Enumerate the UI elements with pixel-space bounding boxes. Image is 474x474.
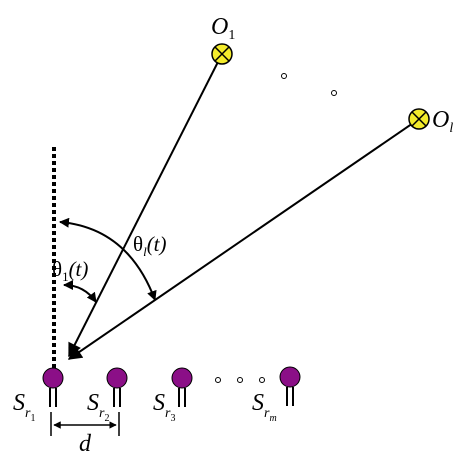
sensor-r2-label: Sr2 xyxy=(87,390,109,424)
target-1-symbol: O xyxy=(211,14,228,40)
spacing-label: d xyxy=(79,431,92,457)
svg-text:Ol: Ol xyxy=(432,107,453,136)
sensor-r3 xyxy=(171,367,193,407)
target-1-subscript: 1 xyxy=(228,28,235,43)
ray-from-target-l xyxy=(67,118,420,360)
target-1: O1 xyxy=(211,14,235,65)
sensor-rm xyxy=(279,366,301,406)
spacing-indicator xyxy=(50,412,120,436)
theta-1-label: θ1(t) xyxy=(52,257,88,284)
target-l-subscript: l xyxy=(449,121,453,136)
target-l: Ol xyxy=(408,107,453,136)
sensor-r3-label: Sr3 xyxy=(153,390,175,424)
sensors-ellipsis xyxy=(215,377,265,383)
target-l-symbol: O xyxy=(432,107,449,133)
angle-arc-theta-l xyxy=(59,217,157,301)
sensor-r1 xyxy=(42,367,64,407)
svg-text:O1: O1 xyxy=(211,14,235,43)
ray-from-target-1 xyxy=(68,53,223,358)
theta-l-label: θl(t) xyxy=(133,232,167,259)
target-cross-circle-icon xyxy=(211,43,233,65)
sensor-r2 xyxy=(106,367,128,407)
targets-ellipsis xyxy=(281,73,337,96)
sensor-rm-label: Srm xyxy=(252,390,277,424)
angle-arc-theta-1 xyxy=(63,280,97,303)
target-cross-circle-icon xyxy=(408,108,430,130)
sensor-r1-label: Sr1 xyxy=(13,390,35,424)
